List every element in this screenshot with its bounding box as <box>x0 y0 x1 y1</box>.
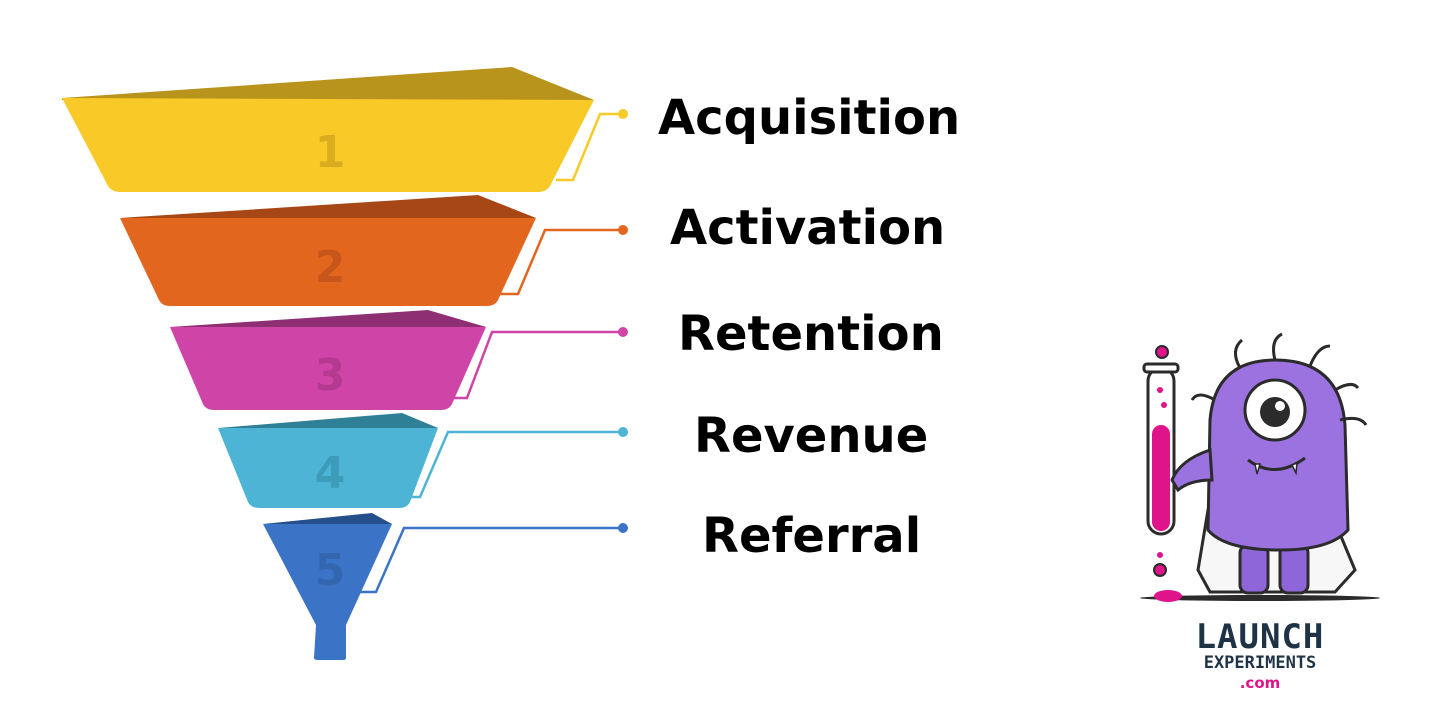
splash-blob <box>1154 590 1182 602</box>
stage-label-retention: Retention <box>678 306 944 362</box>
connector-line-3 <box>454 330 622 400</box>
connector-dot-3 <box>618 327 628 337</box>
funnel-stage-1-number: 1 <box>315 127 346 178</box>
connector-dot-4 <box>618 427 628 437</box>
funnel-stage-3-body <box>170 327 486 410</box>
funnel-stage-4-top <box>218 413 438 428</box>
funnel-stage-1: 1 <box>62 67 628 192</box>
logo-text-dotcom: .com <box>1239 674 1281 692</box>
funnel-stage-5-body <box>263 524 392 660</box>
test-tube-icon <box>1142 345 1180 577</box>
monster-tentacles <box>1190 332 1368 426</box>
ground-shadow <box>1140 595 1380 601</box>
funnel-stage-3-top <box>170 310 486 327</box>
funnel-stage-5-number: 5 <box>315 545 346 596</box>
funnel-stage-4-number: 4 <box>315 448 346 499</box>
connector-line-1 <box>556 112 622 182</box>
connector-dot-2 <box>618 225 628 235</box>
stage-label-referral: Referral <box>702 508 922 564</box>
funnel-stage-1-body <box>62 98 594 192</box>
funnel-stage-2-body <box>120 218 536 306</box>
monster-arm <box>1170 447 1214 493</box>
monster-body <box>1206 358 1350 552</box>
funnel-stage-3: 3 <box>170 310 628 410</box>
connector-line-4 <box>410 430 622 499</box>
monster-leg-right <box>1278 543 1310 595</box>
funnel-stage-4: 4 <box>218 413 628 508</box>
monster-mouth <box>1247 456 1306 471</box>
funnel-stage-1-top <box>62 67 594 100</box>
funnel-stage-5: 5 <box>263 513 628 660</box>
funnel-stage-2: 2 <box>120 195 628 306</box>
funnel-stage-2-top <box>120 195 536 218</box>
funnel-stage-5-top <box>263 513 392 524</box>
funnel-stage-4-body <box>218 428 438 508</box>
stage-label-acquisition: Acquisition <box>658 90 961 146</box>
monster-mascot-logo <box>1140 332 1380 602</box>
stage-label-activation: Activation <box>670 200 946 256</box>
connector-line-2 <box>500 228 622 296</box>
monster-leg-left <box>1238 543 1270 595</box>
connector-dot-1 <box>618 109 628 119</box>
monster-pupil <box>1260 397 1290 427</box>
funnel-stage-2-number: 2 <box>315 242 346 293</box>
connector-dot-5 <box>618 523 628 533</box>
connector-line-5 <box>360 526 622 594</box>
funnel-stage-3-number: 3 <box>315 350 346 401</box>
logo-text-launch: LAUNCH <box>1195 617 1325 657</box>
logo-text-experiments: EXPERIMENTS <box>1203 653 1317 673</box>
stage-label-revenue: Revenue <box>694 408 929 464</box>
